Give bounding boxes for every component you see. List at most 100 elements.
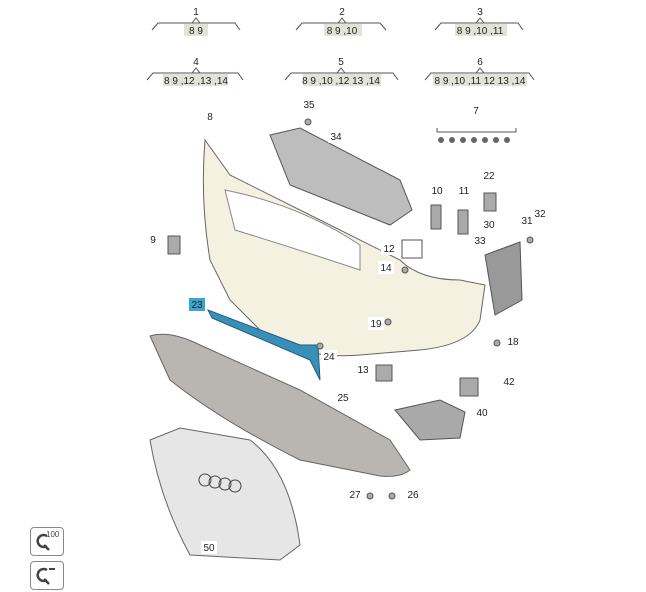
variant-number: 4 [193,57,199,68]
variant-number: 6 [477,57,483,68]
zoom-out-icon [36,567,55,585]
callout-26[interactable]: 26 [405,488,421,501]
variant-6[interactable]: 6 8 9 ,10 ,11 12 13 ,14 [433,57,527,87]
callout-40[interactable]: 40 [474,406,490,419]
callout-label: 9 [150,235,156,246]
variant-3[interactable]: 3 8 9 ,10 ,11 [455,7,507,37]
variant-parts: 8 9 ,12 ,13 ,14 [164,76,228,87]
callout-label: 11 [459,186,470,197]
callout-background [381,242,397,255]
callout-label: 18 [507,337,519,348]
callout-14[interactable]: 14 [378,261,394,274]
callout-label: 31 [521,216,533,227]
callout-background [474,406,490,419]
callout-background [501,375,517,388]
callout-background [429,184,445,197]
callout-19[interactable]: 19 [368,317,384,330]
callout-label: 34 [330,132,342,143]
callout-label: 33 [474,236,486,247]
fog-lamp-cover[interactable] [394,399,466,441]
callout-background [368,317,384,330]
magnifier-icon [36,533,50,551]
side-trim[interactable] [484,241,523,316]
variant-1[interactable]: 1 8 9 [184,7,208,37]
callout-12[interactable]: 12 [381,242,397,255]
callout-background [301,98,317,111]
callout-34[interactable]: 34 [328,130,344,143]
callout-background [347,488,363,501]
variant-parts: 8 9 ,10 ,11 12 13 ,14 [434,76,525,87]
callout-background [145,233,161,246]
callout-30[interactable]: 30 [481,218,497,231]
callout-9[interactable]: 9 [145,233,161,246]
callout-label: 12 [383,244,395,255]
callout-label: 22 [483,171,495,182]
callout-24[interactable]: 24 [321,350,337,363]
callout-background [481,169,497,182]
callout-8[interactable]: 8 [202,110,218,123]
callout-background [328,130,344,143]
callout-background [335,391,351,404]
callout-label: 32 [534,209,546,220]
zoom-100-button[interactable]: 100 [30,527,64,556]
variant-4[interactable]: 4 8 9 ,12 ,13 ,14 [163,57,228,87]
callout-50[interactable]: 50 [201,541,217,554]
callout-background [472,234,488,247]
callout-background [355,363,371,376]
callout-22[interactable]: 22 [481,169,497,182]
zoom-level-label: 100 [46,530,60,539]
callout-background [456,184,472,197]
callout-35[interactable]: 35 [301,98,317,111]
callout-background [189,298,205,311]
callout-27[interactable]: 27 [347,488,363,501]
callout-33[interactable]: 33 [472,234,488,247]
callout-7[interactable]: 7 [468,104,484,117]
callout-background [405,488,421,501]
callout-label: 42 [503,377,515,388]
zoom-out-button[interactable] [30,561,64,590]
variant-parts: 8 9 ,10 [327,26,358,37]
radiator-grille[interactable] [149,427,301,561]
variant-number: 1 [193,7,199,18]
callout-label: 7 [473,106,479,117]
callout-42[interactable]: 42 [501,375,517,388]
callout-label: 10 [431,186,443,197]
callout-23[interactable]: 23 [189,298,205,311]
callout-25[interactable]: 25 [335,391,351,404]
variant-parts: 8 9 ,10 ,12 13 ,14 [302,76,380,87]
variant-number: 5 [338,57,344,68]
radiator-support[interactable] [269,127,413,226]
variant-2[interactable]: 2 8 9 ,10 [324,7,362,37]
variant-number: 3 [477,7,483,18]
callout-18[interactable]: 18 [505,335,521,348]
callout-label: 30 [483,220,495,231]
callout-10[interactable]: 10 [429,184,445,197]
callout-background [378,261,394,274]
callout-label: 26 [407,490,419,501]
callout-31[interactable]: 31 [519,214,535,227]
callout-label: 24 [323,352,335,363]
callout-label: 27 [349,490,361,501]
callout-label: 50 [203,543,215,554]
callout-background [201,541,217,554]
callout-background [532,207,548,220]
callout-label: 40 [476,408,488,419]
callout-label: 14 [380,263,392,274]
variant-parts: 8 9 ,10 ,11 [457,26,504,37]
callout-background [519,214,535,227]
callout-13[interactable]: 13 [355,363,371,376]
callout-32[interactable]: 32 [532,207,548,220]
variant-number: 2 [339,7,345,18]
callout-label: 8 [207,112,213,123]
callout-background [481,218,497,231]
variant-5[interactable]: 5 8 9 ,10 ,12 13 ,14 [302,57,381,87]
callout-background [202,110,218,123]
callout-11[interactable]: 11 [456,184,472,197]
callout-background [505,335,521,348]
underbody-panel[interactable] [149,333,411,477]
bumper-bracket[interactable] [206,309,321,381]
callout-label: 13 [357,365,369,376]
variant-parts: 8 9 [189,26,203,37]
callout-label: 25 [337,393,349,404]
